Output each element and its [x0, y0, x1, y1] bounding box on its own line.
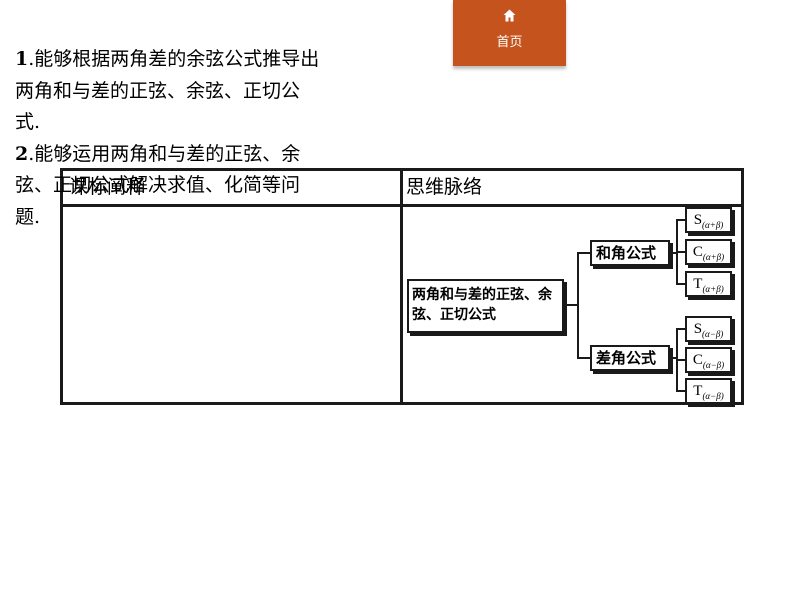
connector-mid1: [670, 252, 676, 254]
objectives-text: 1.能够根据两角差的余弦公式推导出两角和与差的正弦、余弦、正切公式. 2.能够运…: [15, 44, 325, 233]
leaf-sine-sum: S(α+β): [685, 207, 732, 233]
content-table: 课标阐释 思维脉络: [60, 168, 744, 405]
mindmap-root-node: 两角和与差的正弦、余弦、正切公式: [407, 279, 564, 333]
connector-leaf-c1: [676, 251, 685, 253]
leaf-tangent-diff: T(α−β): [685, 378, 732, 404]
connector-branch-2: [577, 357, 590, 359]
connector-branch-1: [577, 252, 590, 254]
leaf-tangent-sum: T(α+β): [685, 271, 732, 297]
branch-sum-formula: 和角公式: [590, 240, 670, 266]
home-button[interactable]: 首页: [453, 0, 566, 66]
connector-leaf-s1: [676, 219, 685, 221]
connector-leaf-s2: [676, 328, 685, 330]
column-divider: [400, 171, 403, 402]
objective-1: 1.能够根据两角差的余弦公式推导出两角和与差的正弦、余弦、正切公式.: [15, 48, 320, 133]
home-label: 首页: [496, 35, 523, 50]
connector-leaf-t2: [676, 390, 685, 392]
header-mindmap: 思维脉络: [406, 176, 483, 198]
leaf-cosine-diff: C(α−β): [685, 347, 732, 373]
home-icon: [503, 9, 516, 22]
header-curriculum: 课标阐释: [69, 176, 146, 198]
connector-root-vertical: [577, 252, 579, 358]
leaf-sine-diff: S(α−β): [685, 316, 732, 342]
leaf-cosine-sum: C(α+β): [685, 239, 732, 265]
connector-leaf-t1: [676, 283, 685, 285]
connector-mid2: [670, 357, 676, 359]
connector-root: [564, 304, 577, 306]
branch-difference-formula: 差角公式: [590, 345, 670, 371]
objective-2: 2.能够运用两角和与差的正弦、余弦、正切公式解决求值、化简等问题.: [15, 142, 301, 228]
connector-leaf-c2: [676, 359, 685, 361]
